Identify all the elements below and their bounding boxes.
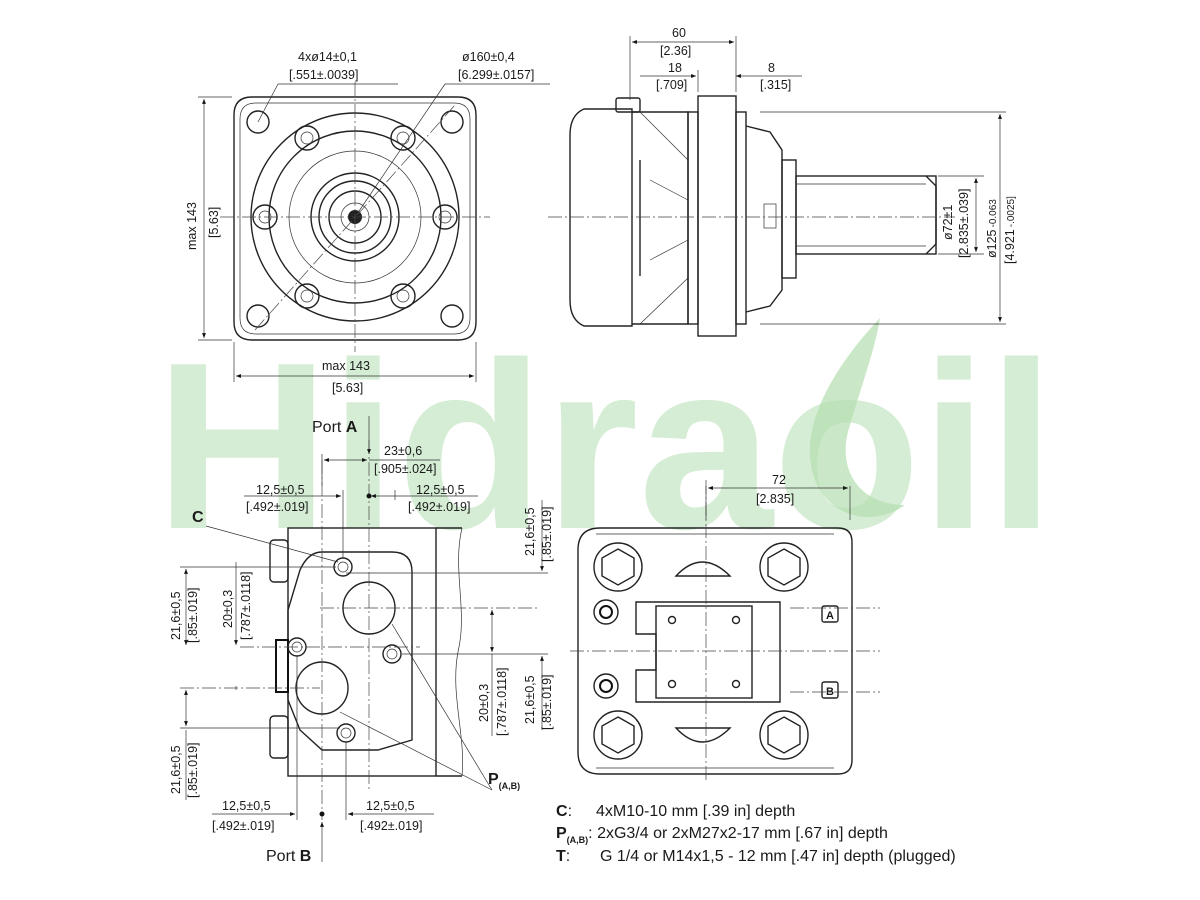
v-right-mid-dim: 20±0,3 — [477, 684, 491, 722]
v-left-bot-dim-in: [.85±.019] — [186, 742, 200, 798]
p-label-letter: P — [488, 771, 499, 788]
shaft-flange-dia-tol: -0.063 — [988, 199, 999, 228]
v-right-mid-dim-in: [.787±.0118] — [495, 668, 509, 737]
pitch-circle-dim: ø160±0,4 — [462, 50, 515, 64]
port-b-letter: B — [300, 848, 312, 865]
legend-t-text: G 1/4 or M14x1,5 - 12 mm [.47 in] depth … — [600, 848, 956, 865]
port-spacing-dim-in: [.905±.024] — [374, 462, 436, 476]
corner-holes — [246, 110, 464, 328]
c-offset-right-dim: 12,5±0,5 — [416, 483, 465, 497]
watermark: Hidraoil — [155, 314, 1055, 579]
v-left-top-dim: 21,6±0,5 — [169, 591, 183, 640]
rear-view: A B 72 [2.835] — [570, 473, 880, 780]
legend-p-sub: (A,B) — [567, 835, 589, 845]
legend-row-p: P(A,B): 2xG3/4 or 2xM27x2-17 mm [.67 in]… — [556, 825, 888, 845]
port-b-prefix: Port — [266, 848, 300, 865]
shaft-flange-dia-dim-in: [4.921 -.0025] — [1003, 196, 1017, 264]
rear-width-dim: 72 — [772, 473, 786, 487]
bottom-left-dim-in: [.492±.019] — [212, 819, 274, 833]
bolt-hole-dim-in: [.551±.0039] — [289, 68, 358, 82]
height-dim-in: [5.63] — [207, 207, 221, 238]
pilot-dia-dim-in: [2.835±.039] — [957, 189, 971, 258]
c-offset-left-dim-in: [.492±.019] — [246, 500, 308, 514]
bolt-hole-dim: 4xø14±0,1 — [298, 50, 357, 64]
overall-dim-in: [2.36] — [660, 44, 691, 58]
watermark-text: Hidraoil — [155, 314, 1055, 579]
legend-t-colon: : — [566, 848, 570, 865]
bottom-right-dim-in: [.492±.019] — [360, 819, 422, 833]
width-dim: max 143 — [322, 359, 370, 373]
bottom-right-dim: 12,5±0,5 — [366, 799, 415, 813]
height-dim: max 143 — [185, 202, 199, 250]
port-spacing-dim: 23±0,6 — [384, 444, 422, 458]
legend-c-colon: : — [568, 803, 572, 820]
port-view: Port A 23±0,6 [.905±.024] 12,5±0,5 [.492… — [169, 416, 554, 865]
legend-p-text: : 2xG3/4 or 2xM27x2-17 mm [.67 in] depth — [588, 825, 888, 842]
port-a-prefix: Port — [312, 419, 346, 436]
pilot-dia-dim: ø72±1 — [941, 205, 955, 240]
overall-dim: 60 — [672, 26, 686, 40]
legend-c-key: C — [556, 803, 568, 820]
pitch-circle-dim-in: [6.299±.0157] — [458, 68, 534, 82]
front-view: 4xø14±0,1 [.551±.0039] ø160±0,4 [6.299±.… — [185, 50, 550, 395]
shaft-flange-dia-dim: ø125-0.063 — [985, 199, 999, 258]
port-a-label: Port A — [312, 419, 358, 436]
v-right-bot-dim-in: [.85±.019] — [540, 674, 554, 730]
c-offset-right-dim-in: [.492±.019] — [408, 500, 470, 514]
shaft-flange-dia-in-value: [4.921 — [1003, 229, 1017, 264]
marker-a: A — [826, 610, 834, 622]
v-right-bot-dim: 21,6±0,5 — [523, 675, 537, 724]
watermark-drop-icon — [809, 318, 905, 518]
flange-width-dim-in: [.315] — [760, 78, 791, 92]
flange-offset-dim-in: [.709] — [656, 78, 687, 92]
shaft-flange-dia-value: ø125 — [985, 229, 999, 258]
flange-offset-dim: 18 — [668, 61, 682, 75]
legend-t-key: T — [556, 848, 566, 865]
port-b-label: Port B — [266, 848, 311, 865]
v-left-mid-dim: 20±0,3 — [221, 590, 235, 628]
side-view: 60 [2.36] 18 [.709] 8 [.315] ø72±1 [2.83… — [548, 26, 1017, 337]
c-label: C — [192, 509, 204, 526]
v-left-top-dim-in: [.85±.019] — [186, 587, 200, 643]
v-right-top-dim-in: [.85±.019] — [540, 506, 554, 562]
flange-width-dim: 8 — [768, 61, 775, 75]
legend: C: 4xM10-10 mm [.39 in] depth P(A,B): 2xG… — [556, 803, 956, 865]
width-dim-in: [5.63] — [332, 381, 363, 395]
shaft-flange-dia-in-tol: -.0025] — [1006, 196, 1017, 227]
legend-p-key: P — [556, 825, 567, 842]
legend-c-text: 4xM10-10 mm [.39 in] depth — [596, 803, 795, 820]
v-left-mid-dim-in: [.787±.0118] — [239, 572, 253, 641]
rear-bolts — [593, 542, 809, 760]
bottom-left-dim: 12,5±0,5 — [222, 799, 271, 813]
c-offset-left-dim: 12,5±0,5 — [256, 483, 305, 497]
legend-row-t: T: G 1/4 or M14x1,5 - 12 mm [.47 in] dept… — [556, 848, 956, 865]
v-right-top-dim: 21,6±0,5 — [523, 507, 537, 556]
p-label-sub: (A,B) — [499, 781, 521, 791]
v-left-bot-dim: 21,6±0,5 — [169, 745, 183, 794]
legend-row-c: C: 4xM10-10 mm [.39 in] depth — [556, 803, 795, 820]
rear-width-dim-in: [2.835] — [756, 492, 794, 506]
p-label: P(A,B) — [488, 771, 520, 791]
port-a-letter: A — [346, 419, 358, 436]
